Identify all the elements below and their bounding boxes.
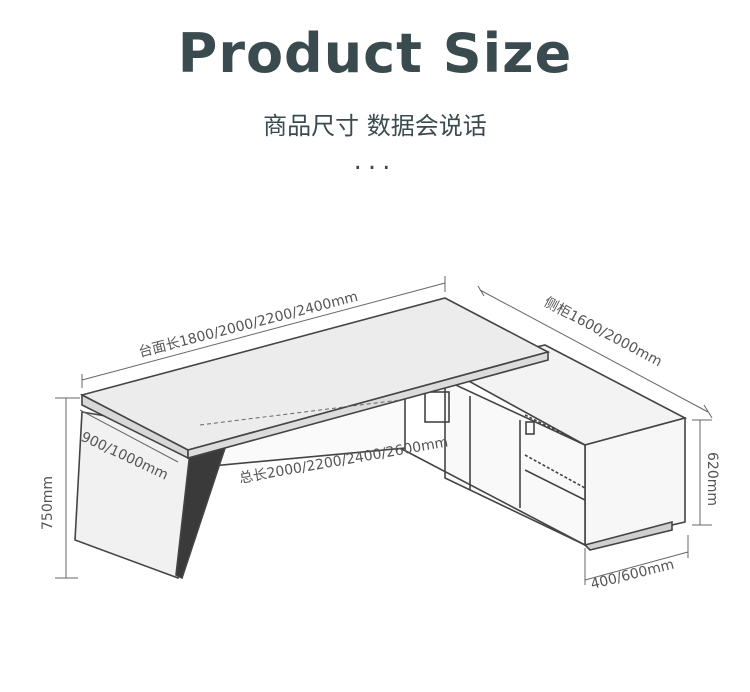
desk-height-label: 750mm [40,476,56,530]
dimension-lines [55,276,713,585]
decorative-dots: ... [353,146,397,176]
cabinet-lock-icon [525,421,535,435]
drawer-unit [424,391,450,423]
page-title: Product Size [177,22,573,85]
cabinet-depth-label: 400/600mm [589,557,676,593]
desk-outline [74,297,688,580]
cabinet-height-label: 620mm [704,452,720,506]
cabinet-plinth [583,520,673,551]
page-subtitle: 商品尺寸 数据会说话 [263,112,487,140]
